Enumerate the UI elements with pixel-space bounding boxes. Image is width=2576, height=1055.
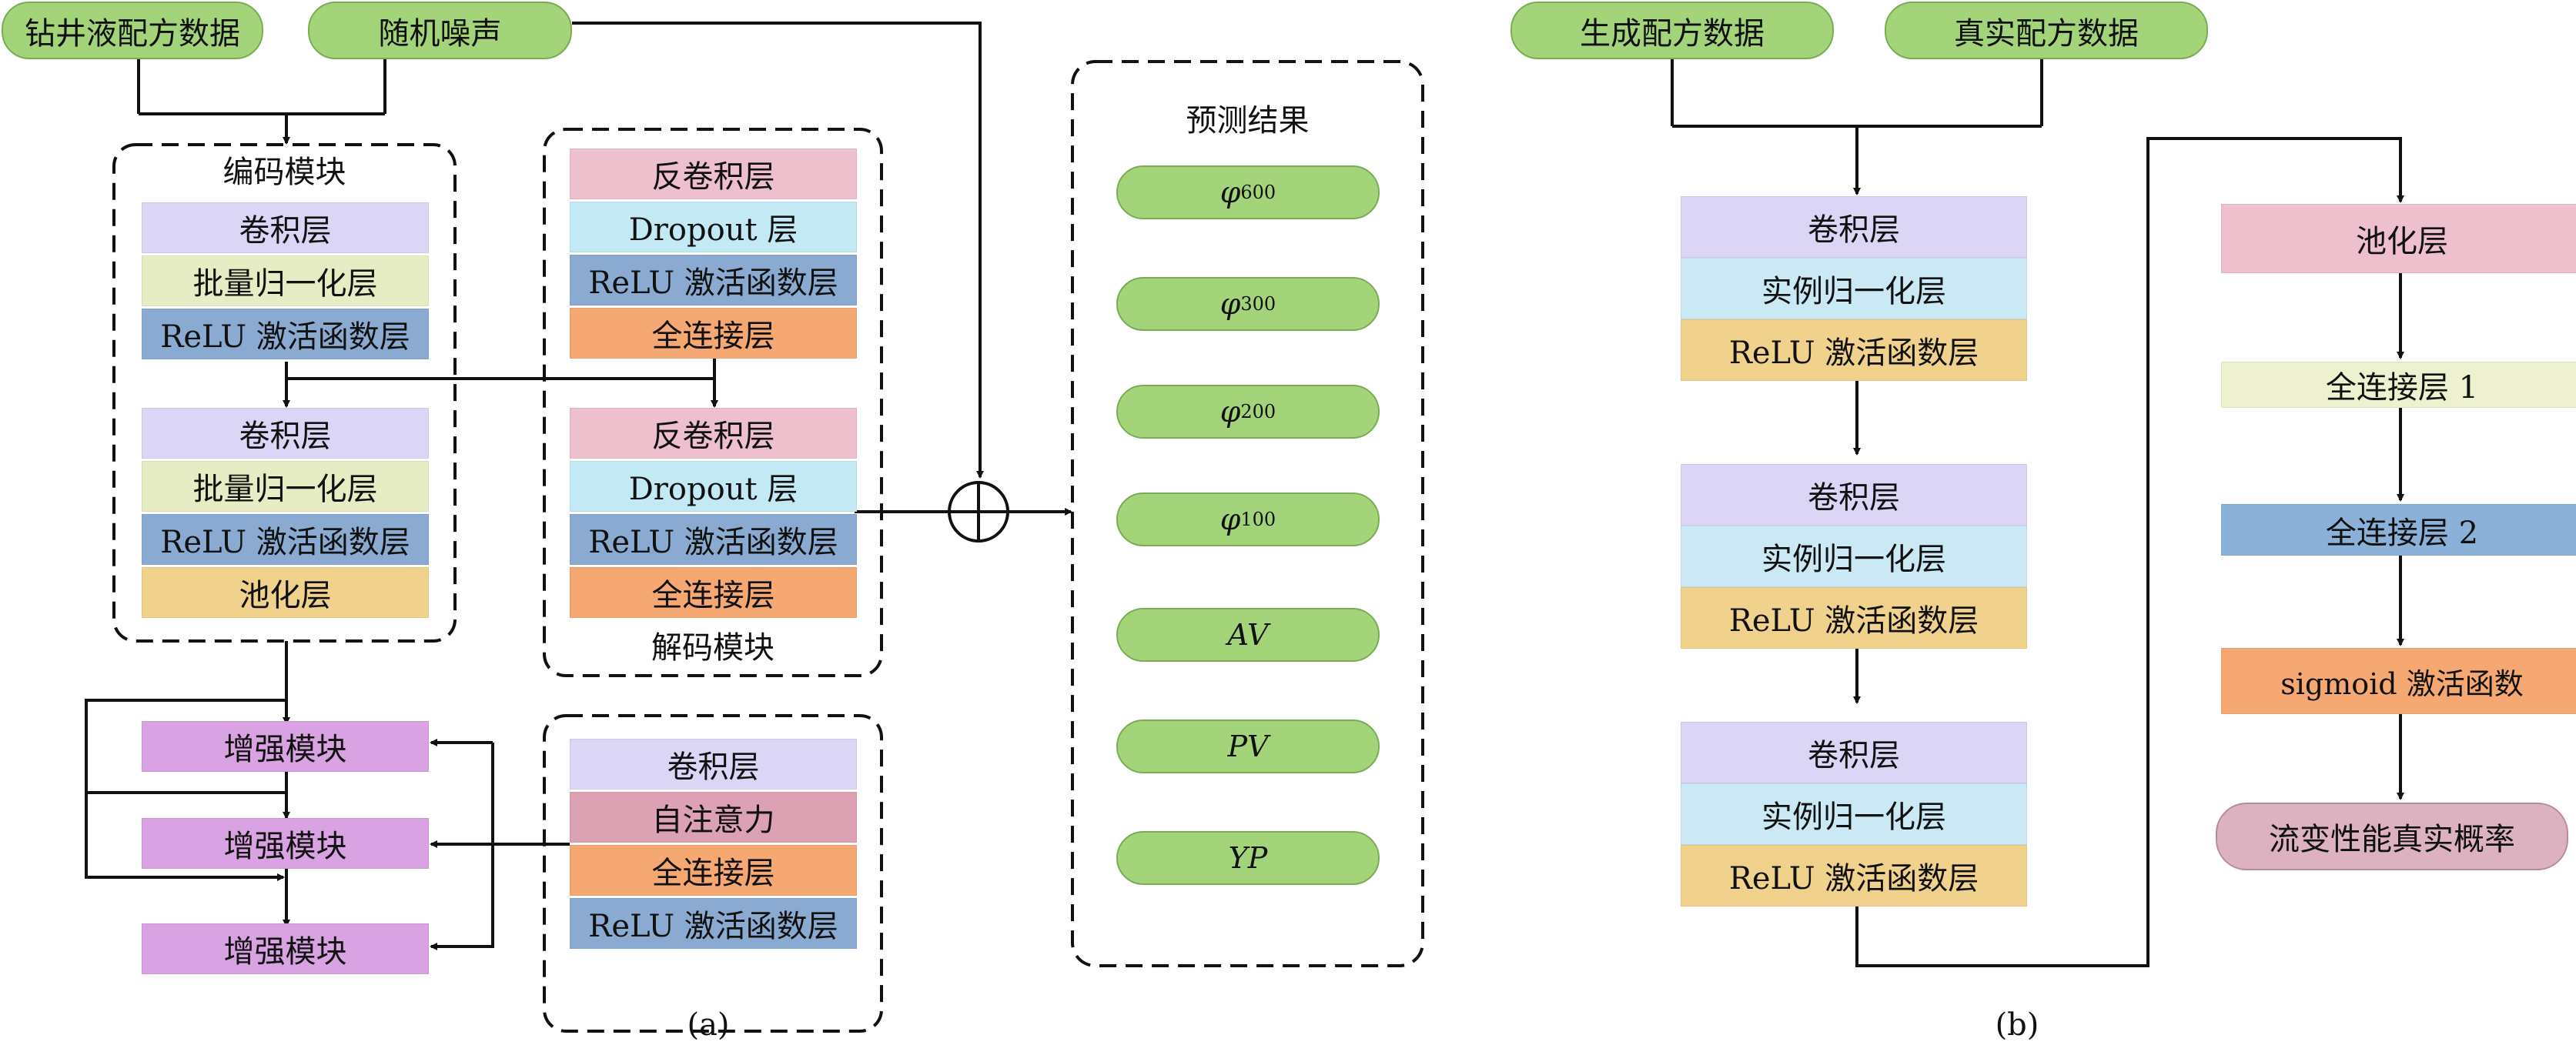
- encoder-conv-layer-2: 卷积层: [142, 408, 429, 459]
- disc-conv-layer-3: 卷积层: [1681, 722, 2027, 783]
- disc-fc-layer-2: 全连接层 2: [2221, 504, 2576, 556]
- disc-conv-layer-2: 卷积层: [1681, 464, 2027, 526]
- decoder-deconv-layer-2: 反卷积层: [570, 408, 857, 459]
- encoder-relu-layer-2: ReLU 激活函数层: [142, 514, 429, 565]
- decoder-deconv-layer-1: 反卷积层: [570, 149, 857, 199]
- prediction-group-border: [1071, 60, 1424, 967]
- decoder-dropout-layer-1: Dropout 层: [570, 202, 857, 252]
- enhance-module-2: 增强模块: [142, 818, 429, 869]
- attention-conv-layer: 卷积层: [570, 739, 857, 790]
- attention-self-attention: 自注意力: [570, 792, 857, 843]
- sum-node: [948, 481, 1009, 543]
- disc-relu-layer-1: ReLU 激活函数层: [1681, 319, 2027, 381]
- prediction-title: 预测结果: [1186, 103, 1310, 139]
- disc-relu-layer-3: ReLU 激活函数层: [1681, 845, 2027, 906]
- input-real-formula: 真实配方数据: [1885, 2, 2208, 59]
- decoder-fc-layer-1: 全连接层: [570, 308, 857, 359]
- disc-conv-layer-1: 卷积层: [1681, 196, 2027, 258]
- input-random-noise: 随机噪声: [308, 2, 572, 59]
- encoder-conv-layer-1: 卷积层: [142, 202, 429, 253]
- decoder-relu-layer-2: ReLU 激活函数层: [570, 514, 857, 565]
- enhance-module-1: 增强模块: [142, 721, 429, 772]
- decoder-dropout-layer-2: Dropout 层: [570, 461, 857, 512]
- encoder-module-title: 编码模块: [222, 155, 346, 190]
- attention-relu-layer: ReLU 激活函数层: [570, 898, 857, 949]
- decoder-module-title: 解码模块: [651, 630, 774, 666]
- disc-instancenorm-layer-2: 实例归一化层: [1681, 526, 2027, 587]
- enhance-module-3: 增强模块: [142, 923, 429, 974]
- encoder-batchnorm-layer-1: 批量归一化层: [142, 255, 429, 306]
- input-drilling-fluid-formula: 钻井液配方数据: [2, 2, 263, 59]
- disc-instancenorm-layer-1: 实例归一化层: [1681, 258, 2027, 319]
- encoder-module-border: [112, 143, 457, 643]
- prediction-pv: PV: [1116, 719, 1380, 773]
- disc-instancenorm-layer-3: 实例归一化层: [1681, 783, 2027, 845]
- attention-fc-layer: 全连接层: [570, 845, 857, 896]
- caption-a: (a): [687, 1007, 730, 1043]
- prediction-yp: YP: [1116, 831, 1380, 885]
- encoder-pooling-layer: 池化层: [142, 567, 429, 618]
- attention-group-border: [543, 714, 883, 1033]
- disc-pooling-layer: 池化层: [2221, 204, 2576, 273]
- decoder-fc-layer-2: 全连接层: [570, 567, 857, 618]
- disc-fc-layer-1: 全连接层 1: [2221, 362, 2576, 408]
- disc-sigmoid-activation: sigmoid 激活函数: [2221, 648, 2576, 714]
- decoder-relu-layer-1: ReLU 激活函数层: [570, 255, 857, 305]
- input-generated-formula: 生成配方数据: [1510, 2, 1834, 59]
- caption-b: (b): [1995, 1007, 2039, 1043]
- prediction-av: AV: [1116, 608, 1380, 662]
- decoder-module-border: [543, 128, 883, 677]
- encoder-relu-layer-1: ReLU 激活函数层: [142, 309, 429, 359]
- disc-relu-layer-2: ReLU 激活函数层: [1681, 587, 2027, 649]
- encoder-batchnorm-layer-2: 批量归一化层: [142, 461, 429, 512]
- disc-output-real-probability: 流变性能真实概率: [2216, 803, 2568, 870]
